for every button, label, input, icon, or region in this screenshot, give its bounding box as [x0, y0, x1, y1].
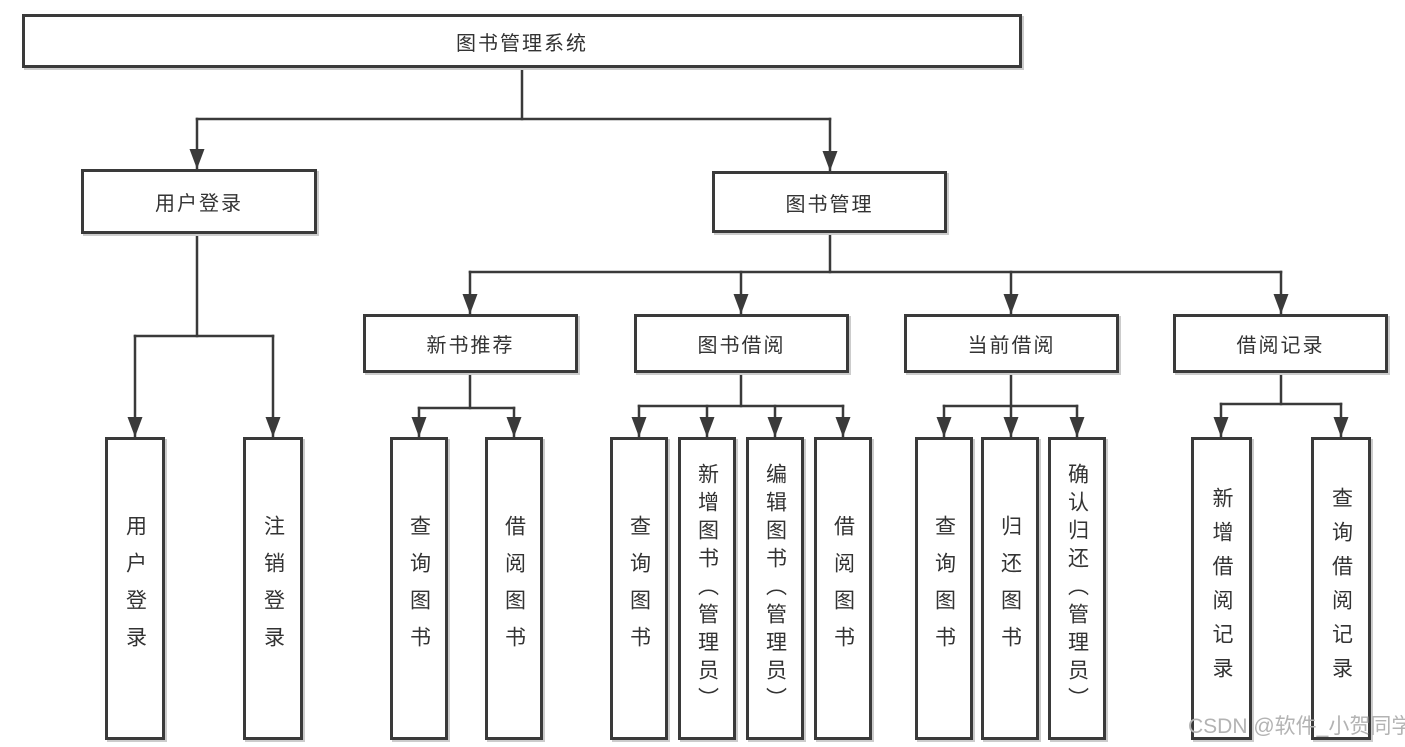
leaf-label: 新增借阅记录	[1210, 486, 1233, 691]
leaf-add-borrow-record: 新增借阅记录	[1191, 437, 1252, 740]
leaf-label: 确认归还（管理员）	[1065, 462, 1089, 715]
leaf-confirm-return-admin: 确认归还（管理员）	[1048, 437, 1106, 740]
leaf-logout: 注销登录	[243, 437, 303, 740]
leaf-label: 查询图书	[932, 514, 956, 663]
node-book-borrow: 图书借阅	[634, 314, 849, 373]
node-user-login: 用户登录	[81, 169, 317, 234]
leaf-edit-book-admin: 编辑图书（管理员）	[746, 437, 804, 740]
node-root: 图书管理系统	[22, 14, 1022, 68]
leaf-label: 查询图书	[627, 514, 651, 663]
leaf-add-book-admin: 新增图书（管理员）	[678, 437, 736, 740]
leaf-label: 查询借阅记录	[1329, 486, 1353, 691]
leaf-borrow-books-recommend: 借阅图书	[485, 437, 543, 740]
leaf-label: 编辑图书（管理员）	[763, 462, 787, 715]
leaf-query-borrow-record: 查询借阅记录	[1311, 437, 1371, 740]
csdn-watermark: CSDN @软件_小贺同学	[1188, 715, 1405, 738]
leaf-query-books-recommend: 查询图书	[390, 437, 448, 740]
leaf-label: 查询图书	[407, 514, 431, 663]
leaf-label: 借阅图书	[831, 514, 855, 663]
leaf-query-books-borrow: 查询图书	[610, 437, 668, 740]
leaf-borrow-books: 借阅图书	[814, 437, 872, 740]
node-current-borrow: 当前借阅	[904, 314, 1119, 373]
leaf-user-login: 用户登录	[105, 437, 165, 740]
leaf-label: 归还图书	[998, 514, 1022, 663]
leaf-return-book: 归还图书	[981, 437, 1039, 740]
leaf-label: 用户登录	[123, 514, 147, 663]
leaf-label: 新增图书（管理员）	[695, 462, 719, 715]
node-new-book-recommend: 新书推荐	[363, 314, 578, 373]
node-borrow-records: 借阅记录	[1173, 314, 1388, 373]
leaf-label: 借阅图书	[502, 514, 526, 663]
leaf-label: 注销登录	[261, 514, 285, 663]
node-book-management: 图书管理	[712, 171, 947, 233]
leaf-query-books-current: 查询图书	[915, 437, 973, 740]
